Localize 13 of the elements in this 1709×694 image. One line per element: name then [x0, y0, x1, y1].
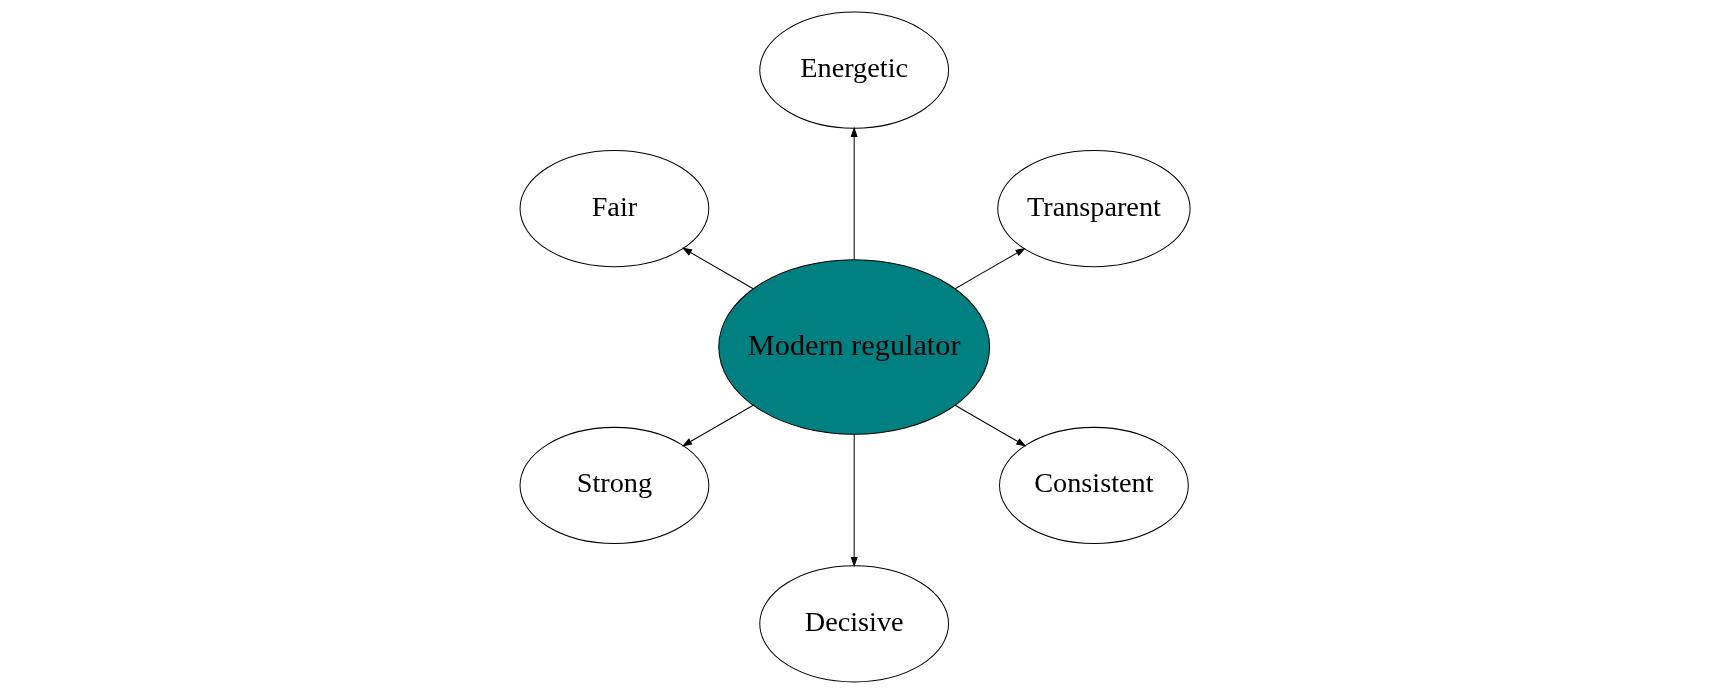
arrow: [681, 247, 754, 290]
arrow: [850, 126, 858, 260]
node-ellipse: Fair: [519, 150, 709, 268]
node-ellipse: Energetic: [758, 11, 949, 129]
arrow: [850, 434, 858, 568]
node-ellipse: Modern regulator: [717, 259, 990, 435]
node-ellipse: Transparent: [996, 150, 1191, 268]
node-ellipse: Strong: [519, 426, 709, 544]
arrow: [954, 248, 1026, 290]
node-ellipse: Decisive: [758, 565, 949, 683]
arrow: [954, 404, 1026, 447]
node-ellipse: Consistent: [998, 426, 1189, 544]
arrow: [681, 404, 754, 447]
